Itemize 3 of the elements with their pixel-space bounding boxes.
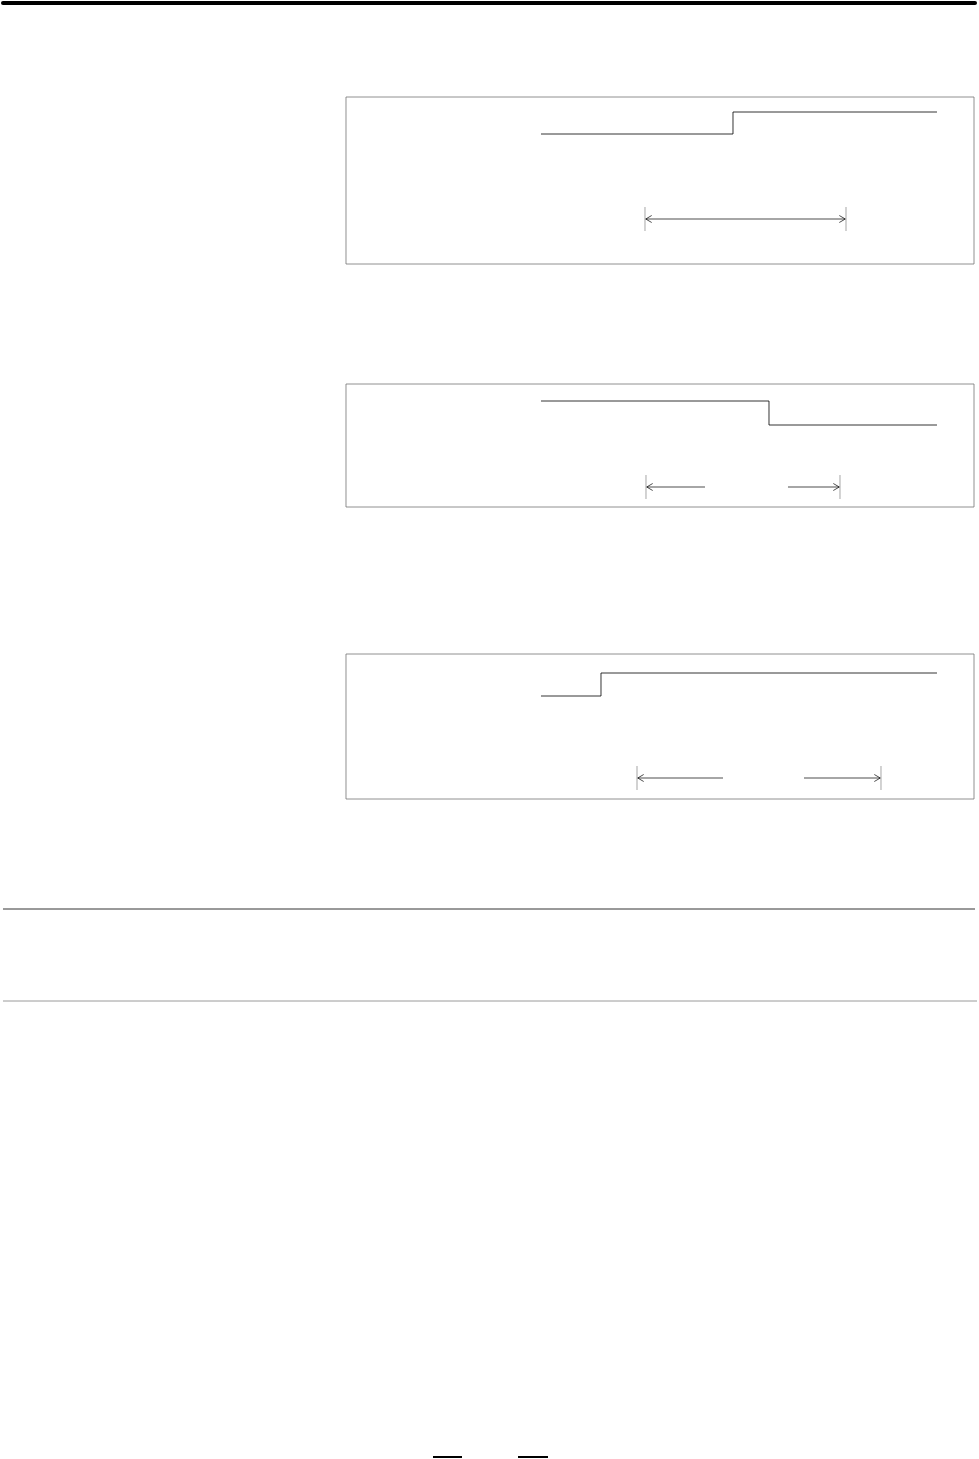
timing-panel (345, 383, 975, 508)
timing-panel (345, 653, 975, 800)
timing-panel (345, 96, 975, 265)
